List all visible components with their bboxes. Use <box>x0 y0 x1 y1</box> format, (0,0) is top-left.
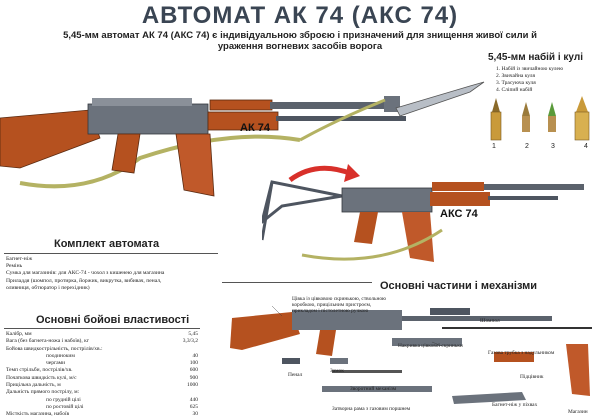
mechanisms-title: Основні частини і механізми <box>380 280 538 292</box>
kit-line: Ремінь <box>6 263 23 270</box>
tracer-bullet-icon <box>548 102 556 132</box>
ak74-rifle-illustration <box>0 81 485 197</box>
bullet-icon <box>522 102 530 132</box>
ammo-number: 3 <box>551 143 555 150</box>
part-label-receiver: Цівка із цівковою скринькою, ствольною к… <box>292 296 387 315</box>
part-label-bolt: Замок <box>330 368 344 374</box>
bayonet-part <box>452 392 526 404</box>
props-row: Бойова швидкострільність, пострілів/хв.: <box>6 345 103 352</box>
part-label-case: Пенал <box>288 372 303 378</box>
kit-title: Комплект автомата <box>54 238 160 250</box>
ammo-item: 2. Звичайна куля <box>496 73 536 79</box>
cartridge-icon <box>490 98 502 141</box>
recoil-spring <box>332 370 402 373</box>
props-row: Дальність прямого пострілу, м: <box>6 389 80 396</box>
ammo-item: 4. Сліпий набій <box>496 87 533 93</box>
page-title: АВТОМАТ АК 74 (АКС 74) <box>141 2 459 29</box>
part-label-magazine: Магазин <box>568 409 588 415</box>
aks74-label: АКС 74 <box>440 208 478 220</box>
ammo-number: 1 <box>492 143 496 150</box>
parts-illustration <box>230 305 592 404</box>
ammo-number: 4 <box>584 143 588 150</box>
divider <box>222 282 372 283</box>
aks74-rifle-illustration <box>262 164 584 262</box>
receiver-cover <box>392 338 462 346</box>
kit-list: Багнет-ніж Ремінь Сумка для магазинів: д… <box>6 256 218 292</box>
kit-line: Приладдя (шомпол, протирка, йоржик, викр… <box>6 277 162 284</box>
ammo-item: 3. Трасуюча куля <box>496 80 536 86</box>
kit-line: Сумка для магазинів: для АКС-74 - чохол … <box>6 270 165 277</box>
divider <box>4 328 200 329</box>
magazine-part <box>566 344 590 396</box>
ammo-title: 5,45-мм набій і кулі <box>488 52 583 63</box>
cleaning-rod <box>442 327 592 329</box>
props-row: Темп стрільби, пострілів/хв.600 <box>6 367 198 374</box>
part-label-recoil: Зворотний механізм <box>350 386 397 392</box>
ammo-number: 2 <box>525 143 529 150</box>
blank-cartridge-icon <box>574 96 590 141</box>
part-label-gas-tube: Газова трубка з надульником <box>488 350 555 356</box>
page-subtitle: 5,45-мм автомат АК 74 (АКС 74) є індивід… <box>63 30 537 52</box>
ak74-label: АК 74 <box>240 122 270 134</box>
ammo-illustration <box>490 96 590 141</box>
part-label-cover: Накривка цівкової скриньки <box>398 343 463 349</box>
forend <box>494 352 534 362</box>
bolt-carrier <box>322 386 432 392</box>
kit-line: Багнет-ніж <box>6 256 33 262</box>
kit-line: оливниця, обтюратор і перехідник) <box>6 284 90 291</box>
part-label-bayonet: Багнет-ніж у піхвах <box>492 402 538 408</box>
bolt-part <box>330 358 348 364</box>
part-label-carrier: Затворна рама з газовим поршнем <box>332 406 411 412</box>
props-title: Основні бойові властивості <box>36 314 190 326</box>
part-label-rod: Шомпол <box>480 318 500 324</box>
divider <box>4 253 218 254</box>
ammo-item: 1. Набій із звичайною кулею <box>496 66 564 72</box>
oil-case <box>282 358 300 364</box>
part-label-forend: Підцівник <box>520 374 544 380</box>
ammo-legend: 1. Набій із звичайною кулею 2. Звичайна … <box>496 66 563 94</box>
gas-tube <box>430 308 470 315</box>
